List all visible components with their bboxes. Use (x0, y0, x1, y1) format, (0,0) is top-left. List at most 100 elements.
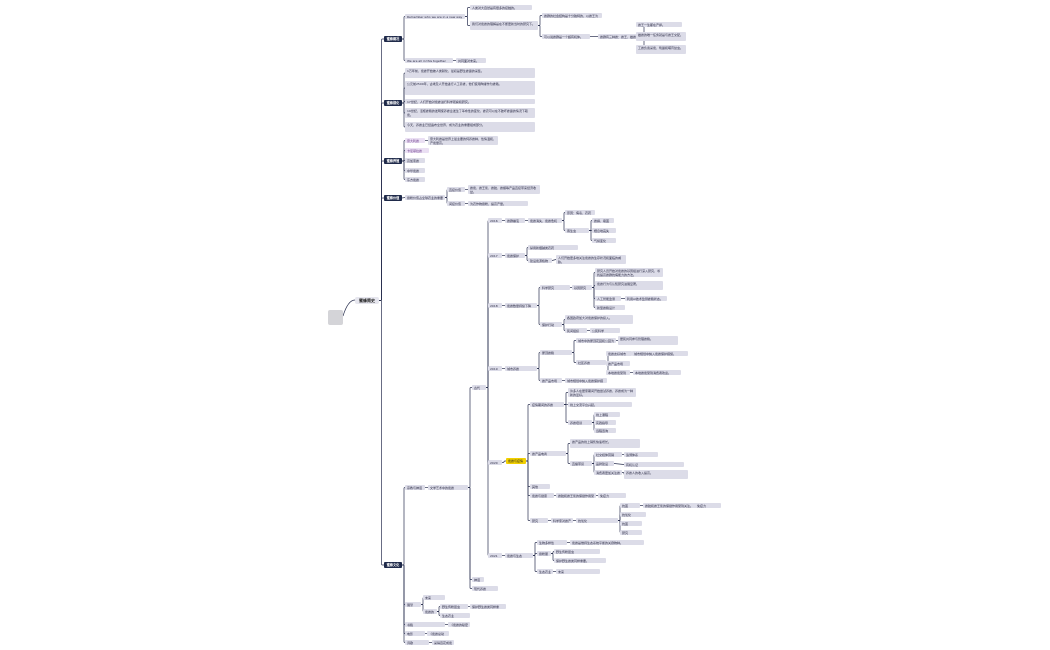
topic-node[interactable]: 远程咨询 (594, 428, 616, 433)
topic-node[interactable]: 未来 (423, 595, 445, 600)
topic-node[interactable]: 保护野生蜂类同样重要。 (470, 604, 506, 609)
year-node[interactable]: 2021 (488, 553, 502, 558)
topic-node[interactable]: 免疫力 (598, 493, 626, 498)
topic-node[interactable]: 野生传粉昆虫 (554, 549, 600, 554)
topic-node[interactable]: 保护野生蜂类同样重要。 (554, 558, 606, 563)
topic-node[interactable]: 生物多样性 (537, 540, 567, 545)
breed-node[interactable]: 卡尼鄂拉蜂 (405, 148, 429, 153)
topic-node[interactable]: 生态农业 (537, 569, 553, 574)
topic-node[interactable]: 社交媒体营销 (594, 452, 622, 457)
topic-node[interactable]: 蜂产品市场 (606, 361, 630, 366)
topic-node[interactable]: 今天，养蜂业已经遍布全世界，成为农业的重要组成部分。 (405, 122, 535, 132)
topic-node[interactable]: 诗歌 (405, 640, 429, 645)
topic-node[interactable]: 研究 (530, 518, 548, 523)
topic-node[interactable]: We are all in this together (405, 58, 453, 63)
topic-node[interactable]: 蜂胶和蜂王浆的保健作用受到关注。 (643, 503, 699, 508)
topic-node[interactable]: 人类对大自然是有很多的接触的。 (470, 5, 532, 10)
topic-node[interactable]: Remember who we are in a new way (405, 14, 465, 19)
collapsed-node-stub[interactable] (328, 310, 343, 325)
topic-node[interactable]: 工蜂负责采蜜、筑巢和哺育幼虫。 (636, 45, 686, 54)
topic-node[interactable]: 抗菌 (620, 503, 640, 508)
topic-node[interactable]: 可以说蜂群是一个超有机体。 (542, 34, 590, 39)
topic-node[interactable]: 野生传粉昆虫 (440, 604, 468, 609)
topic-node[interactable]: 蜂群的社会结构是十分独特的，以蜂王为中心。 (542, 13, 602, 18)
year-node[interactable]: 2020 (488, 460, 502, 465)
topic-node[interactable]: 为农作物授粉，提高产量。 (468, 201, 528, 206)
section-node[interactable]: 蜜蜂文化 (384, 562, 402, 568)
topic-node[interactable]: 书籍 (405, 622, 445, 627)
topic-node[interactable]: 19世纪，活框蜂箱的发明使养蜂业发生了革命性的变化，蜂农可以在不破坏蜂巢的情况下… (405, 108, 535, 118)
year-node[interactable]: 2019 (488, 366, 502, 371)
topic-node[interactable]: 展望 (405, 602, 421, 607)
topic-node[interactable]: 《蜜蜂的秘密生活》 (448, 622, 470, 627)
topic-node[interactable]: 城市中的屋顶花园和公园为蜜蜂提供了丰富的蜜源。 (576, 338, 616, 343)
topic-node[interactable]: 蜂产品市场 (540, 378, 562, 383)
topic-node[interactable]: 公民科学 (590, 328, 620, 333)
topic-node[interactable]: 科学研究 (540, 285, 570, 290)
topic-node[interactable]: 禁用新烟碱类农药 (528, 245, 578, 250)
breed-node[interactable]: 中华蜜蜂 (405, 168, 425, 173)
topic-node[interactable]: 抗菌 (620, 521, 642, 526)
topic-node[interactable]: 免疫力 (695, 503, 721, 508)
topic-node[interactable]: 蜂螨、霉菌 (592, 218, 614, 223)
topic-node[interactable]: 保护行动 (540, 322, 562, 327)
topic-node[interactable]: 《蜜蜂总动员》 (427, 631, 449, 636)
topic-node[interactable]: 研究人员开始对蜜蜂的基因组进行深入研究，寻找提高蜂群抗病能力的方法。 (595, 268, 663, 277)
breed-node[interactable]: 东方蜜蜂 (405, 177, 425, 182)
topic-node[interactable]: 采得百花成蜜后 (432, 640, 454, 645)
topic-node[interactable]: 城市规划中纳入蜜蜂保护措施。 (565, 378, 607, 383)
topic-node[interactable]: 城市养蜂 (505, 366, 537, 371)
topic-node[interactable]: 建设蜜源植物带 (528, 258, 552, 263)
topic-node[interactable]: 栖息地丧失 (592, 228, 616, 233)
topic-node[interactable]: 气候变化 (592, 238, 616, 243)
topic-node[interactable]: 人们开始更多地关注蜜蜂的生存状况和面临的威胁。 (556, 255, 626, 264)
year-node[interactable]: 2016 (488, 218, 502, 223)
topic-node[interactable]: 民间组织 (565, 328, 587, 333)
topic-node[interactable]: 蜜蜂行为与认知研究进展显著。 (595, 281, 663, 290)
topic-node[interactable]: 未来 (556, 569, 600, 574)
topic-node[interactable]: 其他 (530, 484, 550, 489)
topic-node[interactable]: 宗教与神话 (405, 485, 425, 490)
topic-node[interactable]: 间接价值 (447, 201, 465, 206)
topic-node[interactable]: 电影 (405, 631, 425, 636)
topic-node[interactable]: 蜜蜂数量持续下降 (505, 303, 537, 308)
topic-node[interactable]: 研究 (620, 530, 642, 535)
topic-node[interactable]: 蜂产品电商 (530, 451, 566, 456)
root-node[interactable]: 蜜蜂简史 (355, 297, 379, 304)
topic-node[interactable]: 抗氧化 (576, 518, 618, 523)
topic-node[interactable]: 古代 (472, 385, 486, 390)
topic-node[interactable]: 雄蜂的唯一任务就是与蜂王交配。 (636, 32, 686, 41)
topic-node[interactable]: 蜂产品的线上销售快速增长。 (570, 439, 640, 448)
topic-node[interactable]: 许多人在居家期间开始尝试养蜂，养蜂成为一种新的爱好。 (568, 388, 636, 397)
topic-node[interactable]: 直播带货 (570, 461, 592, 466)
topic-node[interactable]: 疫情期间的养蜂 (530, 402, 564, 407)
year-node[interactable]: 2017 (488, 253, 502, 258)
breed-node[interactable]: 高加索蜂 (405, 158, 425, 163)
topic-node[interactable]: 城市规划中纳入蜜蜂保护措施。 (632, 351, 688, 356)
year-node[interactable]: 2018 (488, 303, 502, 308)
topic-node[interactable]: 蜜蜂消失、蜜蜂危机 (528, 218, 562, 223)
topic-node[interactable]: 线上交流平台兴起。 (568, 402, 632, 407)
topic-node[interactable]: 原因：病毒、农药 (565, 210, 595, 215)
topic-node[interactable]: 蜂蜜、蜂王浆、蜂胶、蜂蜡等产品直接带来经济收益。 (468, 185, 540, 194)
topic-node[interactable]: 1万年前，蜜蜂开始被人类驯化，最初是野生蜂巢的采集。 (405, 68, 535, 78)
topic-node[interactable]: 寄生虫 (565, 228, 589, 233)
topic-node[interactable]: 追溯体系 (624, 452, 658, 457)
topic-node[interactable]: 神话 (472, 577, 484, 582)
topic-node[interactable]: 屋顶蜂箱 (540, 350, 572, 355)
section-node[interactable]: 蜜蜂养殖 (384, 158, 402, 164)
topic-node[interactable]: 新型蜂箱设计 (595, 305, 625, 310)
topic-node[interactable]: 文学艺术中的蜜蜂 (428, 485, 468, 490)
topic-node[interactable]: 我们对蜜蜂的理解是在不断更新当时的研究下。 (470, 21, 538, 30)
topic-node[interactable]: 蜜蜂保护 (505, 253, 525, 258)
topic-node[interactable]: 现代养蜂 (472, 586, 498, 591)
topic-node[interactable]: 17世纪，人们开始对蜜蜂进行科学观察和研究。 (405, 99, 535, 104)
topic-node[interactable]: 意大利蜂是世界上最主要的饲养蜂种，性情温和，产蜜量高。 (428, 136, 498, 145)
topic-node[interactable]: 有机认证 (624, 462, 684, 467)
topic-node[interactable]: 蜜蜂是维持生态系统平衡的关键物种。 (570, 540, 644, 545)
topic-node[interactable]: 人工智能监测 (595, 296, 621, 301)
topic-node[interactable]: 品牌建设 (594, 461, 614, 466)
topic-node[interactable]: 线上课程 (594, 412, 620, 417)
topic-node[interactable]: 蜂群崩溃 (505, 218, 525, 223)
topic-node[interactable]: 居民共同参与管理蜂箱。 (618, 336, 678, 345)
